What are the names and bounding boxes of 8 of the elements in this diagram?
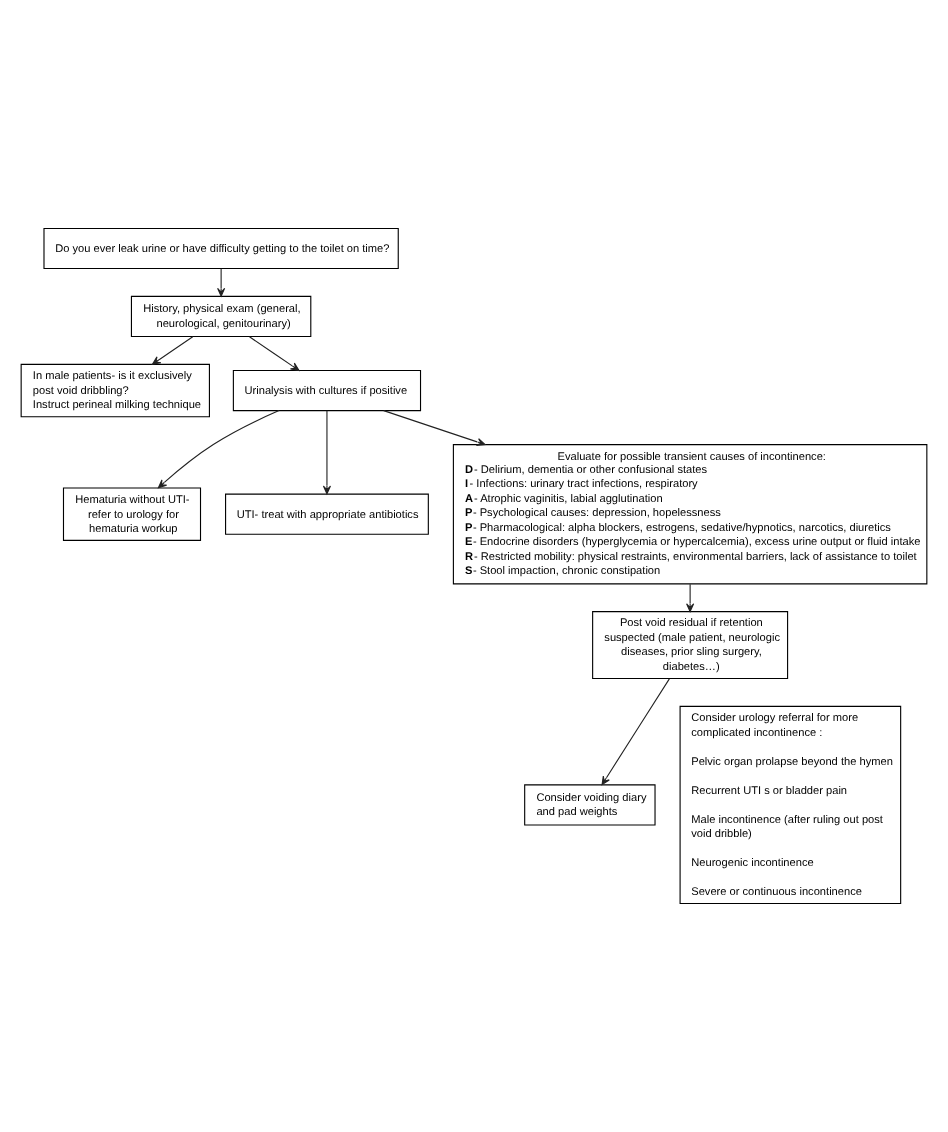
arrow (157, 410, 280, 489)
arrow (601, 678, 670, 786)
arrow (248, 336, 300, 371)
arrow (322, 410, 331, 495)
arrow (151, 336, 194, 365)
arrow (217, 268, 226, 297)
arrow (686, 583, 695, 613)
arrow (383, 410, 486, 446)
